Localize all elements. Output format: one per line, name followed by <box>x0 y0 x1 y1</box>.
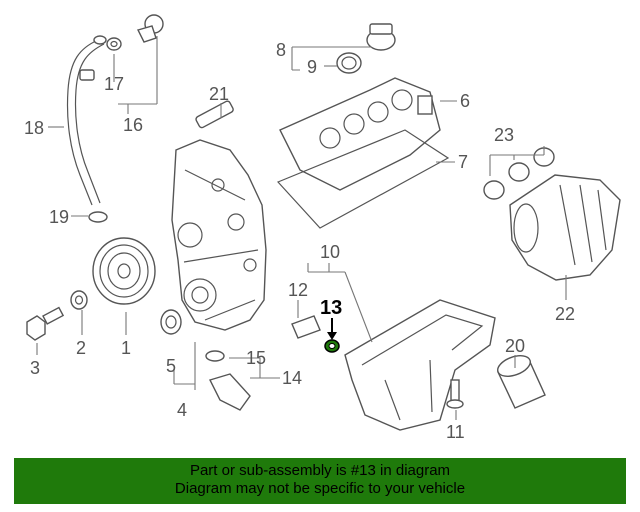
callout-1: 1 <box>121 338 131 358</box>
callout-5: 5 <box>166 356 176 376</box>
leader-lines <box>36 36 567 420</box>
callout-14: 14 <box>282 368 302 388</box>
callout-3: 3 <box>30 358 40 378</box>
banner-line-2: Diagram may not be specific to your vehi… <box>174 480 466 497</box>
callout-18: 18 <box>24 118 44 138</box>
pan-bolt <box>446 379 464 409</box>
callout-19: 19 <box>49 207 69 227</box>
callout-12: 12 <box>288 280 308 300</box>
crank-seal <box>160 309 182 335</box>
timing-cover <box>171 139 267 331</box>
oil-pan <box>344 299 496 431</box>
callout-15: 15 <box>246 348 266 368</box>
intake-manifold <box>509 174 621 281</box>
callout-9: 9 <box>307 57 317 77</box>
valve-cover <box>279 77 441 191</box>
callout-16: 16 <box>123 115 143 135</box>
callout-21: 21 <box>209 84 229 104</box>
valve-cover-gasket <box>276 129 450 229</box>
o-ring-15 <box>205 350 225 362</box>
pulley-bolt <box>26 306 65 341</box>
highlighted-part-13 <box>324 318 340 353</box>
part-16-sensor <box>136 14 164 43</box>
callout-10: 10 <box>320 242 340 262</box>
callout-20: 20 <box>505 336 525 356</box>
part-17-washer <box>106 37 122 51</box>
highlight-banner: Part or sub-assembly is #13 in diagram D… <box>14 458 626 504</box>
oil-filler-cap <box>366 23 396 51</box>
parts-diagram: 1 2 3 4 5 6 7 8 9 10 11 12 13 14 15 16 1… <box>24 14 621 442</box>
intake-gaskets <box>483 147 555 200</box>
banner-line-1: Part or sub-assembly is #13 in diagram <box>189 462 451 479</box>
callout-17: 17 <box>104 74 124 94</box>
callout-22: 22 <box>555 304 575 324</box>
sensor-14 <box>209 373 251 411</box>
callout-6: 6 <box>460 91 470 111</box>
part-21-pipe <box>195 100 234 129</box>
callout-13: 13 <box>320 297 342 319</box>
crankshaft-pulley <box>92 237 156 305</box>
callout-2: 2 <box>76 338 86 358</box>
callout-4: 4 <box>177 400 187 420</box>
filler-cap-gasket <box>336 52 362 74</box>
callout-7: 7 <box>458 152 468 172</box>
callout-8: 8 <box>276 40 286 60</box>
callout-11: 11 <box>446 422 465 442</box>
pulley-washer <box>70 290 88 310</box>
callout-numbers: 1 2 3 4 5 6 7 8 9 10 11 12 13 14 15 16 1… <box>24 40 575 442</box>
callout-23: 23 <box>494 125 514 145</box>
o-ring-19 <box>88 211 108 223</box>
oil-filter <box>497 355 546 409</box>
dipstick-tube-drawing <box>66 35 107 206</box>
drain-plug-12 <box>291 315 321 339</box>
